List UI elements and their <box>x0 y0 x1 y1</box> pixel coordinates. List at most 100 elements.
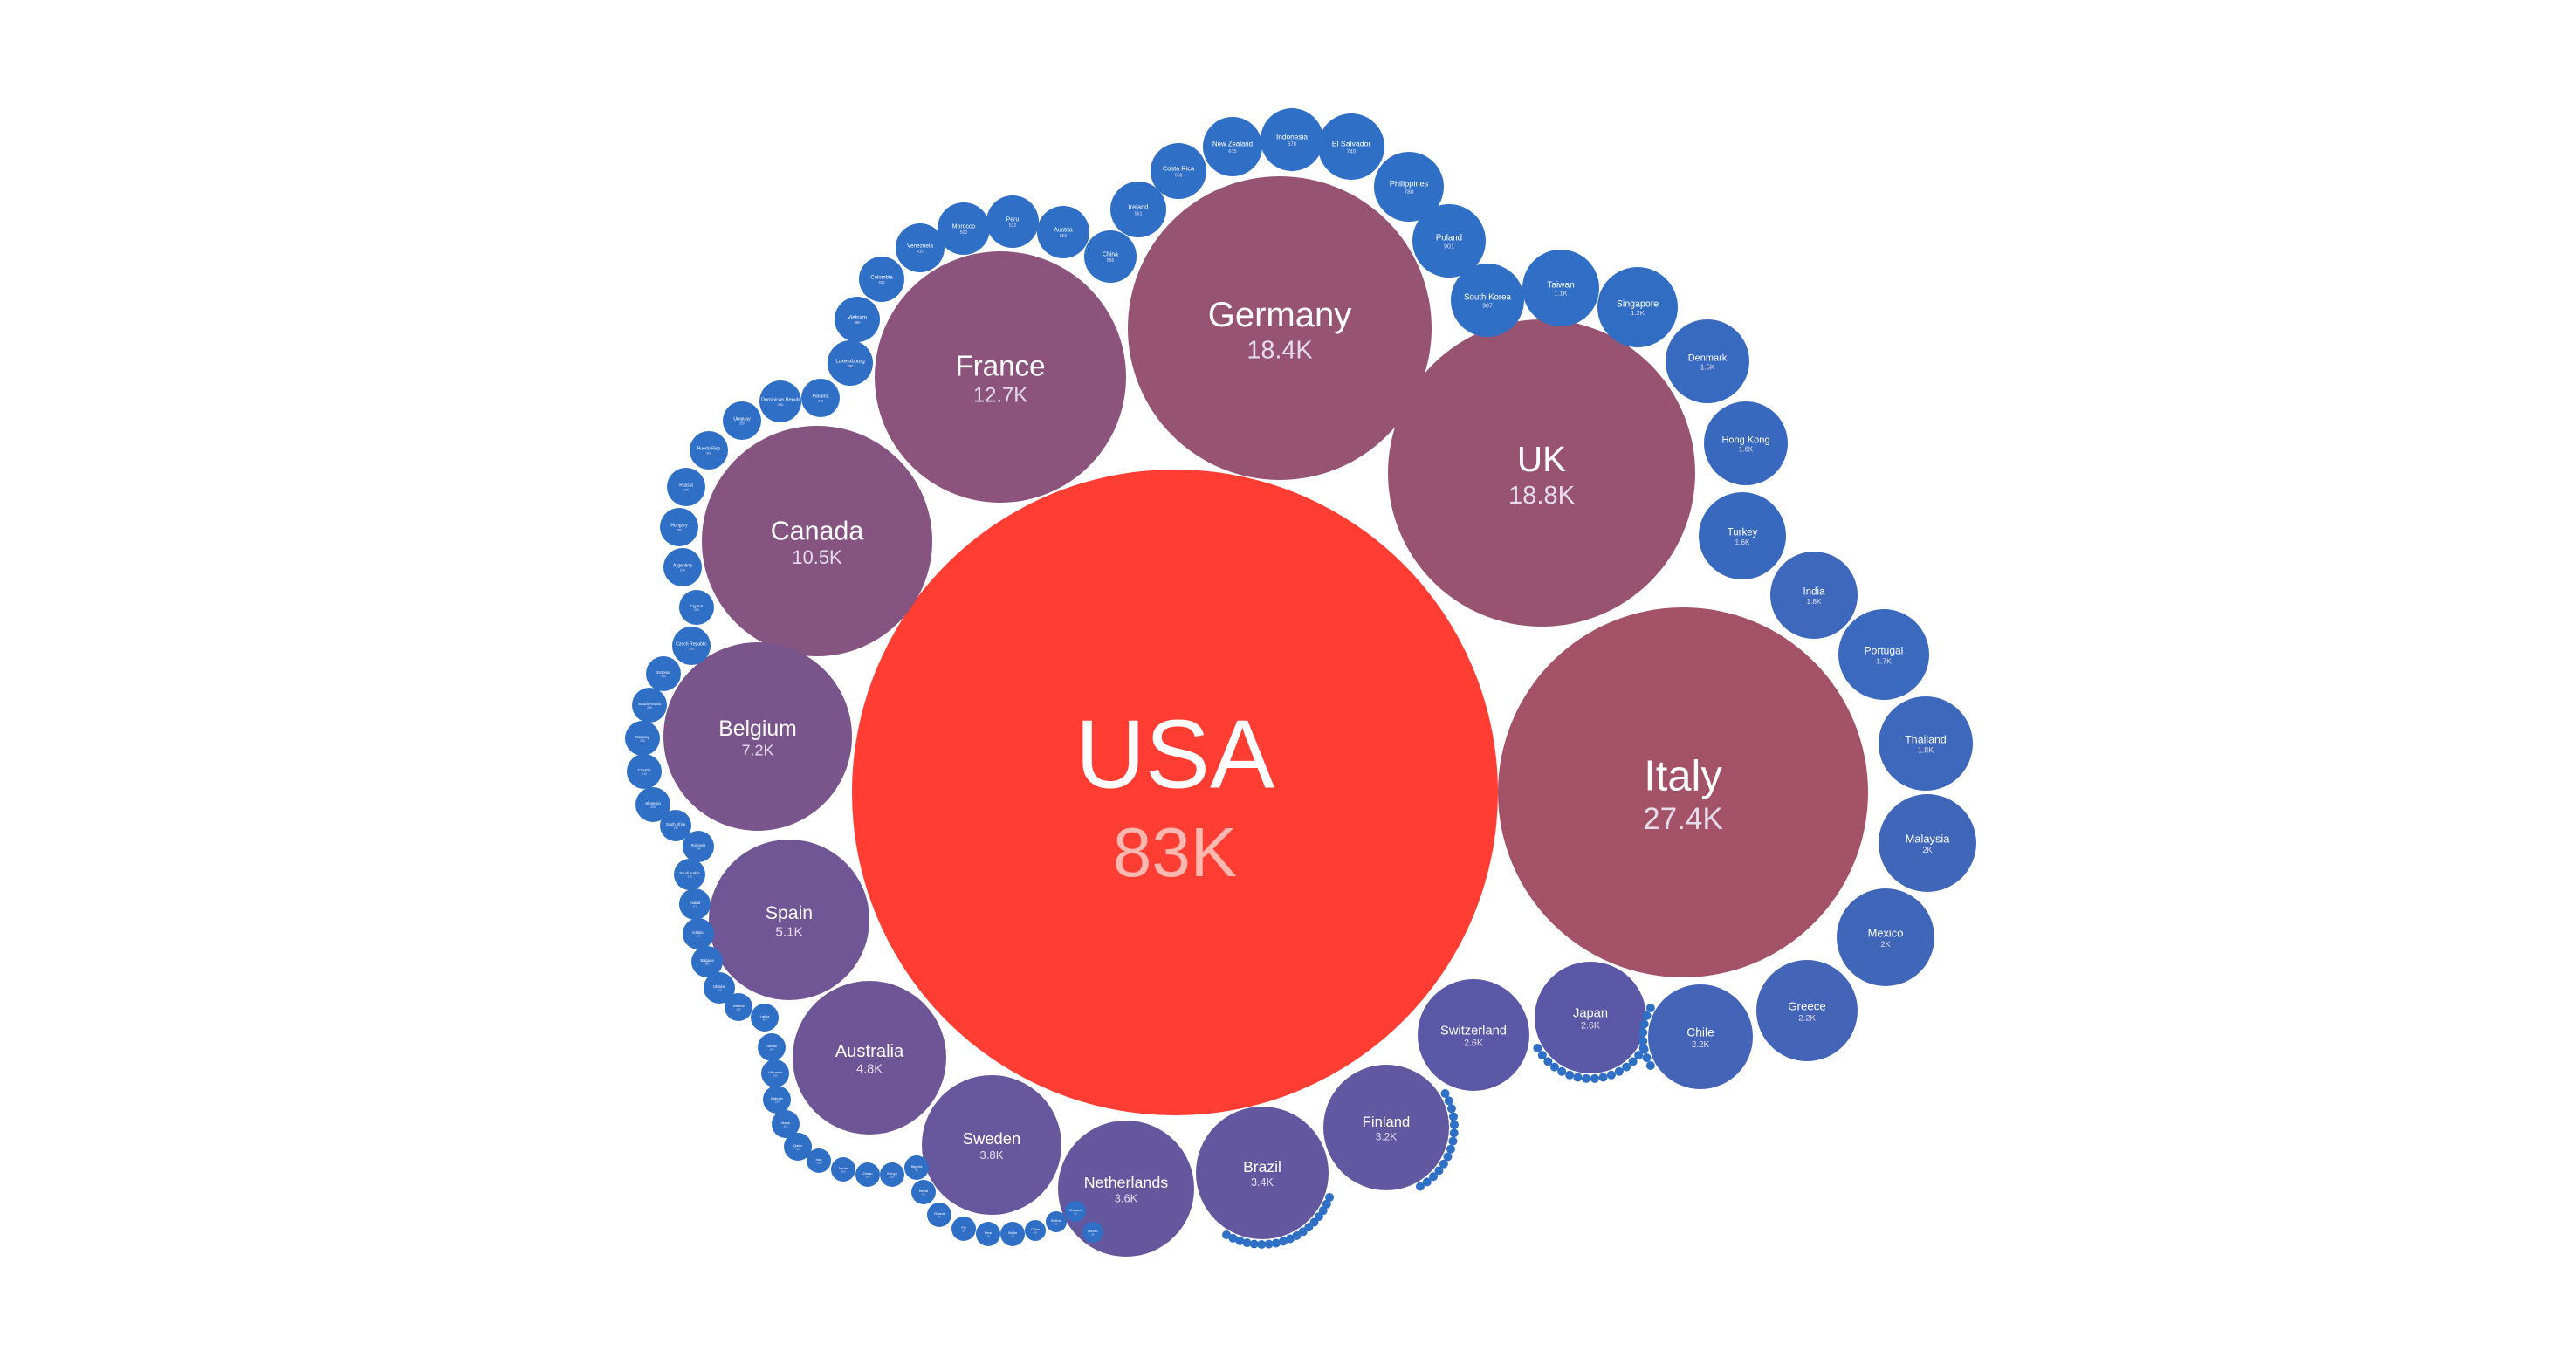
tiny-bubble[interactable] <box>1449 1128 1459 1138</box>
bubble-circle[interactable] <box>896 223 945 272</box>
bubble-circle[interactable] <box>852 470 1498 1115</box>
bubble-circle[interactable] <box>1082 1222 1103 1243</box>
bubble-circle[interactable] <box>751 1004 779 1032</box>
bubble-circle[interactable] <box>828 340 873 386</box>
bubble-circle[interactable] <box>679 888 711 920</box>
bubble-circle[interactable] <box>951 1217 976 1241</box>
bubble-circle[interactable] <box>922 1075 1061 1215</box>
tiny-bubble[interactable] <box>1537 1051 1547 1060</box>
bubble-circle[interactable] <box>1318 113 1384 180</box>
bubble-circle[interactable] <box>683 831 714 862</box>
bubble-circle[interactable] <box>683 918 714 949</box>
bubble-circle[interactable] <box>1879 794 1976 892</box>
bubble-circle[interactable] <box>1110 182 1166 237</box>
bubble-circle[interactable] <box>938 202 990 255</box>
tiny-bubble[interactable] <box>1642 1011 1652 1020</box>
tiny-bubble[interactable] <box>1443 1152 1453 1162</box>
tiny-bubble[interactable] <box>1622 1062 1631 1072</box>
bubble-circle[interactable] <box>660 508 698 546</box>
tiny-bubble[interactable] <box>1257 1239 1267 1249</box>
bubble-circle[interactable] <box>1065 1201 1086 1222</box>
bubble-circle[interactable] <box>723 401 761 440</box>
bubble-circle[interactable] <box>663 642 852 831</box>
tiny-bubble[interactable] <box>1444 1096 1453 1106</box>
bubble-circle[interactable] <box>1203 117 1262 176</box>
tiny-bubble[interactable] <box>1638 1036 1648 1045</box>
tiny-bubble[interactable] <box>1439 1159 1448 1169</box>
bubble-circle[interactable] <box>725 993 752 1021</box>
tiny-bubble[interactable] <box>1628 1057 1638 1066</box>
bubble-circle[interactable] <box>1388 319 1695 627</box>
tiny-bubble[interactable] <box>1271 1238 1281 1248</box>
bubble-circle[interactable] <box>1597 267 1678 347</box>
tiny-bubble[interactable] <box>1448 1136 1458 1146</box>
bubble-circle[interactable] <box>759 380 801 422</box>
bubble-circle[interactable] <box>627 754 662 789</box>
bubble-circle[interactable] <box>1666 319 1749 403</box>
bubble-circle[interactable] <box>793 981 946 1135</box>
bubble-circle[interactable] <box>835 297 880 342</box>
bubble-circle[interactable] <box>976 1222 1000 1246</box>
bubble-circle[interactable] <box>1522 250 1599 326</box>
bubble-circle[interactable] <box>1535 962 1646 1073</box>
bubble-circle[interactable] <box>1374 152 1444 222</box>
bubble-circle[interactable] <box>784 1133 812 1161</box>
bubble-circle[interactable] <box>1046 1211 1067 1232</box>
bubble-circle[interactable] <box>904 1155 929 1180</box>
tiny-bubble[interactable] <box>1322 1199 1331 1209</box>
bubble-circle[interactable] <box>1196 1107 1329 1239</box>
tiny-bubble[interactable] <box>1292 1230 1302 1240</box>
tiny-bubble[interactable] <box>1434 1166 1444 1176</box>
tiny-bubble[interactable] <box>1325 1193 1335 1203</box>
bubble-circle[interactable] <box>880 1162 904 1187</box>
bubble-circle[interactable] <box>672 627 711 665</box>
tiny-bubble[interactable] <box>1235 1236 1245 1245</box>
tiny-bubble[interactable] <box>1573 1073 1583 1082</box>
tiny-bubble[interactable] <box>1634 1051 1644 1060</box>
tiny-bubble[interactable] <box>1639 1019 1649 1029</box>
bubble-circle[interactable] <box>646 656 681 691</box>
bubble-circle[interactable] <box>667 468 705 506</box>
tiny-bubble[interactable] <box>1279 1237 1288 1246</box>
